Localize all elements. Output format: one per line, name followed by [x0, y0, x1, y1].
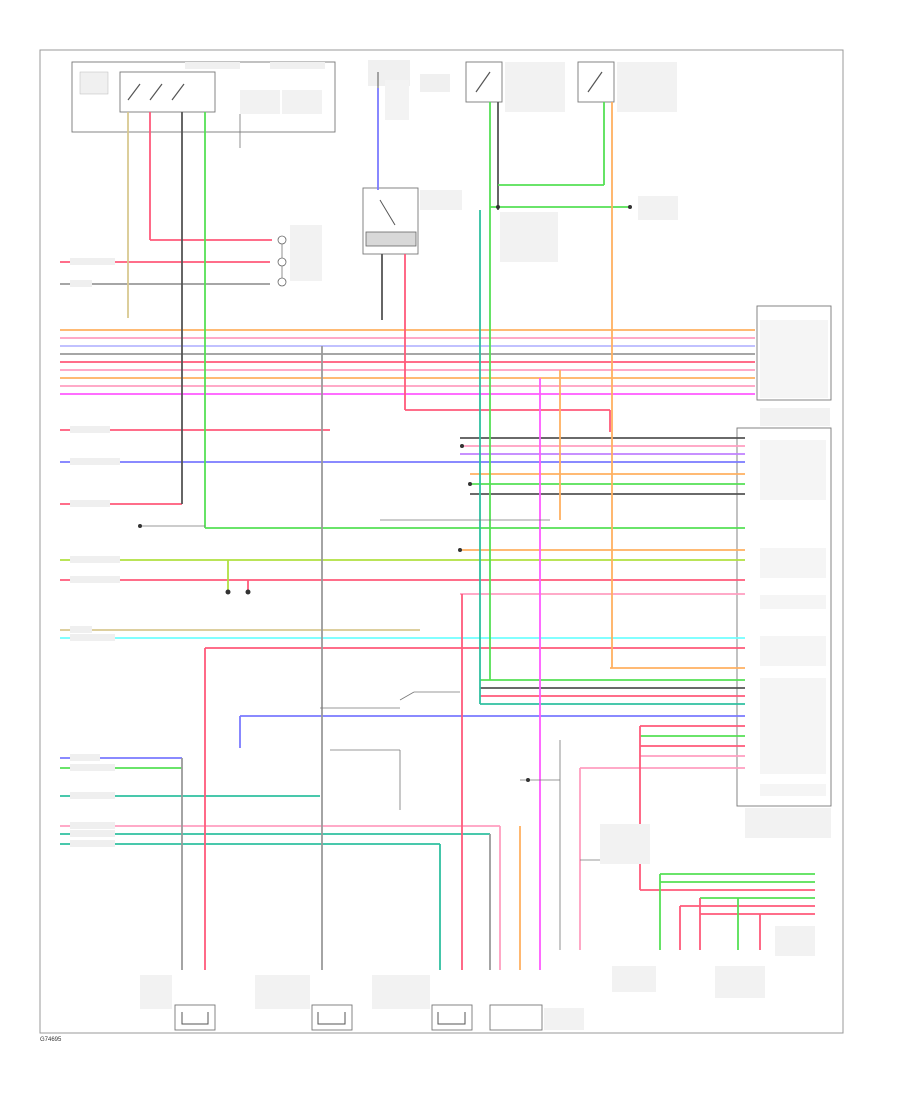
relay-label-area — [500, 196, 678, 262]
sensor-left — [140, 975, 216, 1031]
junction-relay-component — [277, 225, 322, 287]
connector-block-upper — [756, 305, 832, 401]
transmission-relay-component — [362, 187, 462, 255]
sensor-middle — [372, 975, 473, 1031]
connector-block-main — [736, 427, 832, 807]
wire-bundle-vertical — [127, 88, 761, 970]
fuse-component — [368, 60, 450, 120]
sensor-middle-right — [489, 1004, 584, 1031]
diagram-frame — [39, 49, 844, 1034]
sensor-middle-left — [255, 975, 353, 1031]
wire-bundle-horizontal — [60, 261, 815, 915]
diagram-code: G74695 — [40, 1037, 62, 1043]
solenoid-right — [715, 966, 765, 998]
cruise-switch-component — [577, 61, 677, 112]
thin-lines — [140, 114, 600, 950]
left-edge-labels — [70, 258, 120, 847]
solenoid-left — [612, 966, 656, 992]
junction-points — [138, 205, 632, 782]
ignition-switch-component — [71, 61, 336, 133]
brake-switch-component — [465, 61, 565, 112]
